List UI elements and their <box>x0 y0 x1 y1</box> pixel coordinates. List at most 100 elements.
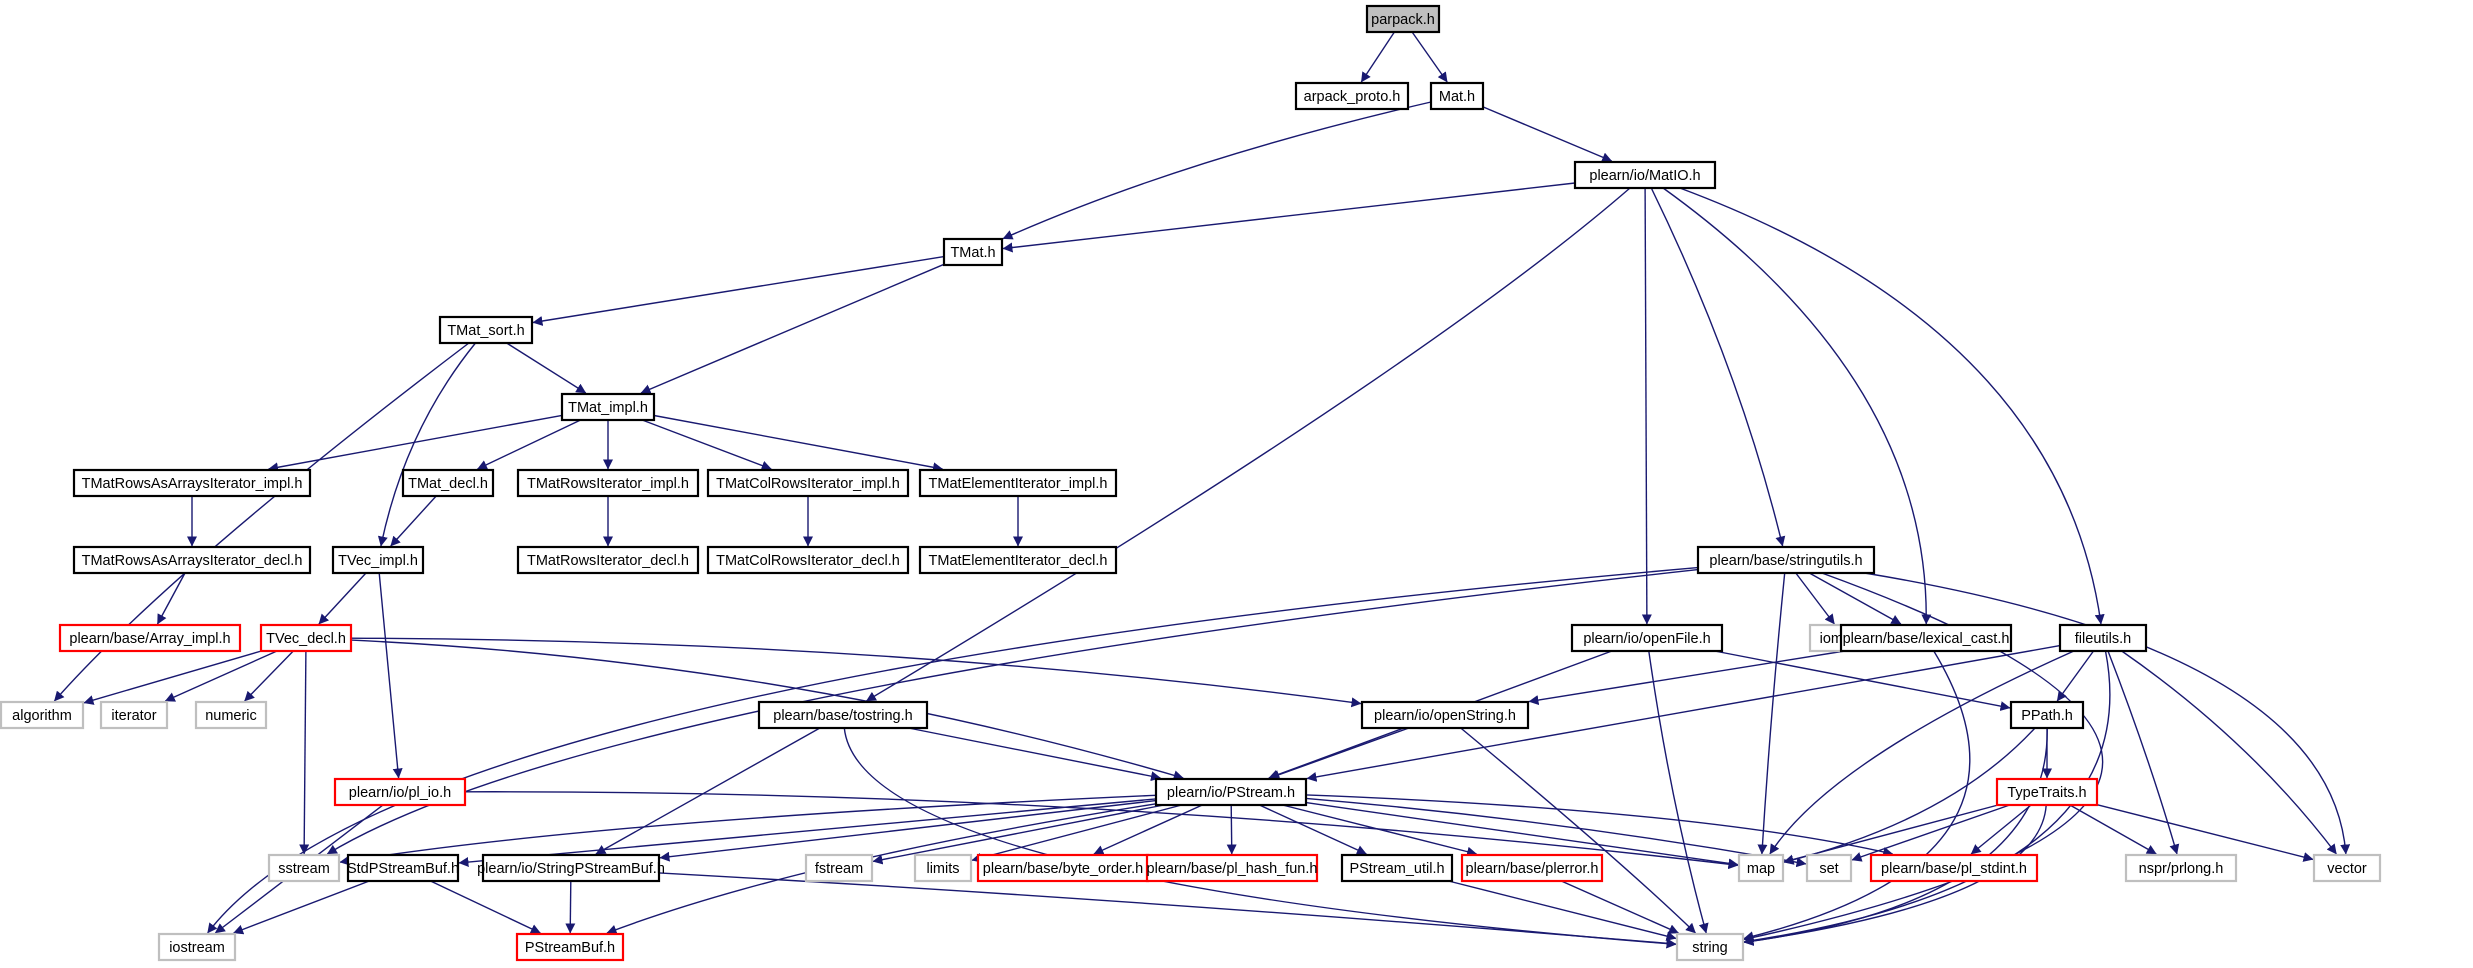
node-rowsarr-impl[interactable]: TMatRowsAsArraysIterator_impl.h <box>72 468 312 498</box>
edge-matio-to-stringutils <box>1650 187 1786 547</box>
node-box <box>194 700 268 730</box>
node-mat[interactable]: Mat.h <box>1429 81 1485 111</box>
node-hash-fun[interactable]: plearn/base/pl_hash_fun.h <box>1145 853 1319 883</box>
node-box <box>804 853 874 883</box>
edge-matio-to-tmat <box>1002 182 1576 253</box>
node-label: fstream <box>815 861 863 877</box>
node-box <box>1365 4 1441 34</box>
node-array-impl[interactable]: plearn/base/Array_impl.h <box>58 623 242 653</box>
node-set: set <box>1805 853 1853 883</box>
node-lexical-cast[interactable]: plearn/base/lexical_cast.h <box>1839 623 2013 653</box>
node-tmat-decl[interactable]: TMat_decl.h <box>401 468 495 498</box>
edge-matio-to-lexical_cast <box>1662 187 1932 625</box>
node-label: plearn/io/StringPStreamBuf.h <box>477 861 665 877</box>
node-label: vector <box>2327 861 2367 877</box>
node-box <box>560 392 656 422</box>
node-box <box>259 623 353 653</box>
edge-parpack-to-mat <box>1411 31 1448 83</box>
node-label: TMatColRowsIterator_impl.h <box>716 476 900 492</box>
node-pstream[interactable]: plearn/io/PStream.h <box>1154 777 1308 807</box>
node-box <box>757 700 929 730</box>
node-label: TVec_decl.h <box>266 631 346 647</box>
node-box <box>913 853 973 883</box>
node-label: fileutils.h <box>2075 631 2131 647</box>
node-tvec-decl[interactable]: TVec_decl.h <box>259 623 353 653</box>
node-box <box>72 468 312 498</box>
edge-stringutils-to-map <box>1757 572 1786 855</box>
node-elem-decl[interactable]: TMatElementIterator_decl.h <box>918 545 1118 575</box>
edge-pstream-to-sstream <box>339 794 1157 866</box>
node-stdpsb[interactable]: StdPStreamBuf.h <box>346 853 460 883</box>
node-box <box>157 932 237 962</box>
node-tvec-impl[interactable]: TVec_impl.h <box>331 545 425 575</box>
node-label: plearn/base/pl_stdint.h <box>1881 861 2027 877</box>
node-elem-impl[interactable]: TMatElementIterator_impl.h <box>918 468 1118 498</box>
node-tmat-sort[interactable]: TMat_sort.h <box>438 315 534 345</box>
node-pstream-util[interactable]: PStream_util.h <box>1340 853 1454 883</box>
node-plerror[interactable]: plearn/base/plerror.h <box>1460 853 1604 883</box>
edge-pstream-to-strpsb <box>659 799 1157 862</box>
edge-tmat-to-tmat_sort <box>532 255 945 326</box>
node-openfile[interactable]: plearn/io/openFile.h <box>1570 623 1724 653</box>
node-box <box>516 468 700 498</box>
node-tmat[interactable]: TMat.h <box>942 237 1004 267</box>
node-rows-impl[interactable]: TMatRowsIterator_impl.h <box>516 468 700 498</box>
node-ppath[interactable]: PPath.h <box>2009 700 2085 730</box>
node-label: PStreamBuf.h <box>525 940 615 956</box>
edge-tostring-to-pstream <box>908 727 1161 782</box>
node-tmat-impl[interactable]: TMat_impl.h <box>560 392 656 422</box>
node-box <box>438 315 534 345</box>
edge-plerror-to-string <box>1561 880 1679 934</box>
node-numeric: numeric <box>194 700 268 730</box>
nodes-layer: parpack.h arpack_proto.h Mat.h plearn/io/Ma… <box>0 4 2382 962</box>
node-label: TMatRowsAsArraysIterator_decl.h <box>82 553 303 569</box>
edge-pstream-to-hash_fun <box>1226 804 1237 855</box>
node-matio[interactable]: plearn/io/MatIO.h <box>1573 160 1717 190</box>
edge-tvec_impl-to-pl_io <box>378 572 403 779</box>
edge-stdpsb-to-psbuf <box>430 880 541 934</box>
node-typetraits[interactable]: TypeTraits.h <box>1995 777 2099 807</box>
edge-openstring-to-pstream <box>1269 727 1410 780</box>
edge-pstream-to-pl_stdint <box>1305 794 1894 857</box>
edge-pstream-to-byte_order <box>1093 804 1203 855</box>
node-rows-decl[interactable]: TMatRowsIterator_decl.h <box>516 545 700 575</box>
node-box <box>2124 853 2238 883</box>
node-psbuf[interactable]: PStreamBuf.h <box>515 932 625 962</box>
node-col-impl[interactable]: TMatColRowsIterator_impl.h <box>706 468 910 498</box>
node-tostring[interactable]: plearn/base/tostring.h <box>757 700 929 730</box>
node-box <box>267 853 341 883</box>
node-strpsb[interactable]: plearn/io/StringPStreamBuf.h <box>477 853 665 883</box>
node-box <box>1429 81 1485 111</box>
node-pl-io[interactable]: plearn/io/pl_io.h <box>333 777 467 807</box>
node-iterator: iterator <box>99 700 169 730</box>
edge-matio-to-fileutils <box>1679 187 2105 625</box>
node-openstring[interactable]: plearn/io/openString.h <box>1360 700 1530 730</box>
node-label: plearn/io/openFile.h <box>1583 631 1710 647</box>
node-rowsarr-decl[interactable]: TMatRowsAsArraysIterator_decl.h <box>72 545 312 575</box>
node-label: plearn/io/openString.h <box>1374 708 1516 724</box>
node-label: PStream_util.h <box>1349 861 1444 877</box>
node-label: PPath.h <box>2021 708 2073 724</box>
node-stringutils[interactable]: plearn/base/stringutils.h <box>1696 545 1876 575</box>
edge-strpsb-to-string <box>658 872 1677 949</box>
node-box <box>481 853 661 883</box>
node-label: TMat_impl.h <box>568 400 648 416</box>
edge-fileutils-to-vector <box>2121 650 2337 855</box>
edge-pstream-to-plerror <box>1282 804 1478 857</box>
node-col-decl[interactable]: TMatColRowsIterator_decl.h <box>706 545 910 575</box>
node-label: iterator <box>111 708 156 724</box>
edge-tvec_decl-to-numeric <box>244 650 294 702</box>
node-label: plearn/base/lexical_cast.h <box>1843 631 2010 647</box>
edge-tmat_impl-to-col_impl <box>641 419 772 471</box>
node-parpack[interactable]: parpack.h <box>1365 4 1441 34</box>
node-pl-stdint[interactable]: plearn/base/pl_stdint.h <box>1869 853 2039 883</box>
node-arpack-proto[interactable]: arpack_proto.h <box>1294 81 1410 111</box>
node-label: limits <box>926 861 959 877</box>
node-byte-order[interactable]: plearn/base/byte_order.h <box>976 853 1150 883</box>
node-label: TMatColRowsIterator_decl.h <box>716 553 900 569</box>
node-label: nspr/prlong.h <box>2139 861 2224 877</box>
node-fileutils[interactable]: fileutils.h <box>2058 623 2148 653</box>
edge-pstream-to-map <box>1305 801 1739 869</box>
node-label: plearn/base/byte_order.h <box>983 861 1143 877</box>
node-box <box>1340 853 1454 883</box>
